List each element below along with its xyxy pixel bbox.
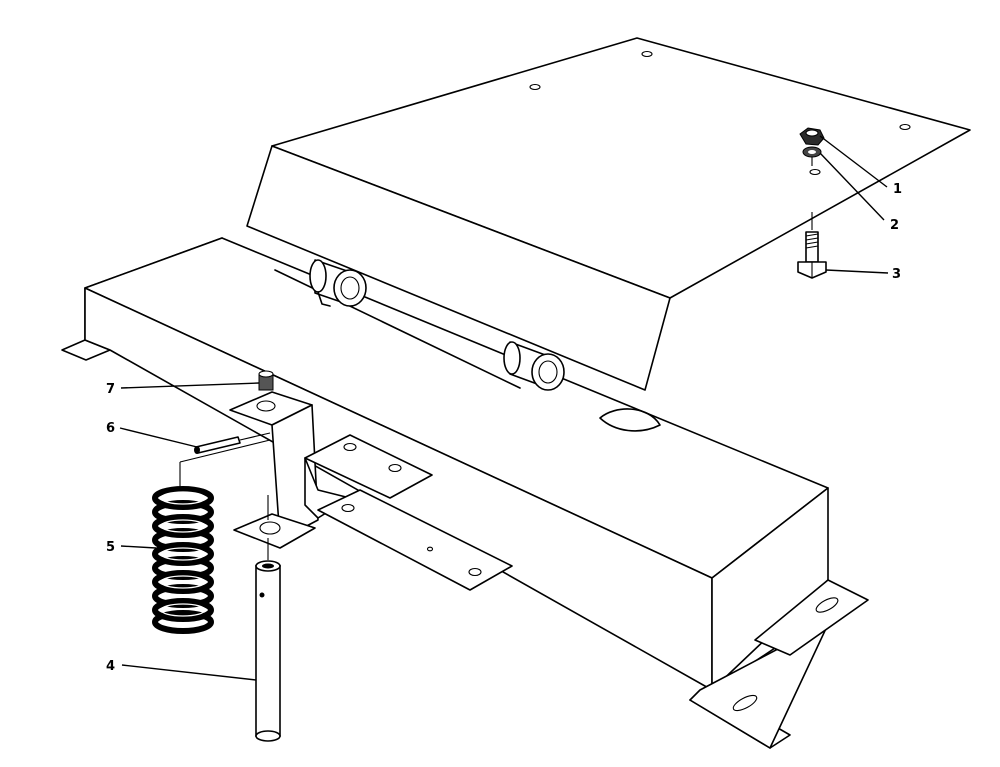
nut-icon — [799, 127, 825, 146]
leader-4 — [121, 664, 257, 681]
cover-plate-flange — [246, 145, 671, 391]
leader-lines — [119, 135, 889, 681]
callout-labels: 1 2 3 4 5 6 7 — [106, 182, 902, 674]
callout-6: 6 — [106, 421, 115, 436]
leader-3 — [825, 269, 889, 274]
cover-hole — [641, 50, 653, 58]
callout-7: 7 — [106, 382, 115, 397]
cover-plate — [246, 37, 971, 391]
callout-5: 5 — [106, 540, 115, 555]
lower-tab — [233, 513, 316, 549]
pin-rod-icon — [255, 495, 281, 742]
leader-6 — [119, 427, 198, 448]
callout-3: 3 — [892, 267, 901, 282]
foot-slot — [815, 597, 839, 613]
callout-2: 2 — [890, 218, 899, 233]
bushing-left — [309, 259, 367, 307]
clip-top — [304, 434, 433, 499]
leader-1 — [819, 135, 888, 188]
leader-7 — [120, 382, 260, 389]
cotter-pin-icon — [194, 436, 241, 454]
cover-hole — [529, 83, 541, 91]
top-notch — [599, 408, 661, 432]
strap — [317, 489, 513, 591]
cover-hole — [809, 168, 821, 176]
grease-fitting-icon — [258, 370, 274, 391]
leader-2 — [819, 152, 885, 221]
bushing-right — [503, 341, 565, 391]
coil-spring-icon — [152, 439, 271, 634]
hex-bolt-icon — [797, 231, 827, 279]
u-clip — [304, 434, 513, 591]
tab-hole — [259, 521, 281, 535]
foot-slot — [732, 694, 758, 712]
hinge-bushings — [274, 259, 565, 391]
callout-4: 4 — [106, 659, 115, 674]
washer-icon — [802, 146, 822, 158]
callout-1: 1 — [893, 182, 902, 197]
right-foot-upper — [754, 579, 869, 656]
tab-hole — [256, 400, 276, 412]
cover-hole — [899, 123, 911, 131]
leader-5 — [120, 545, 157, 549]
